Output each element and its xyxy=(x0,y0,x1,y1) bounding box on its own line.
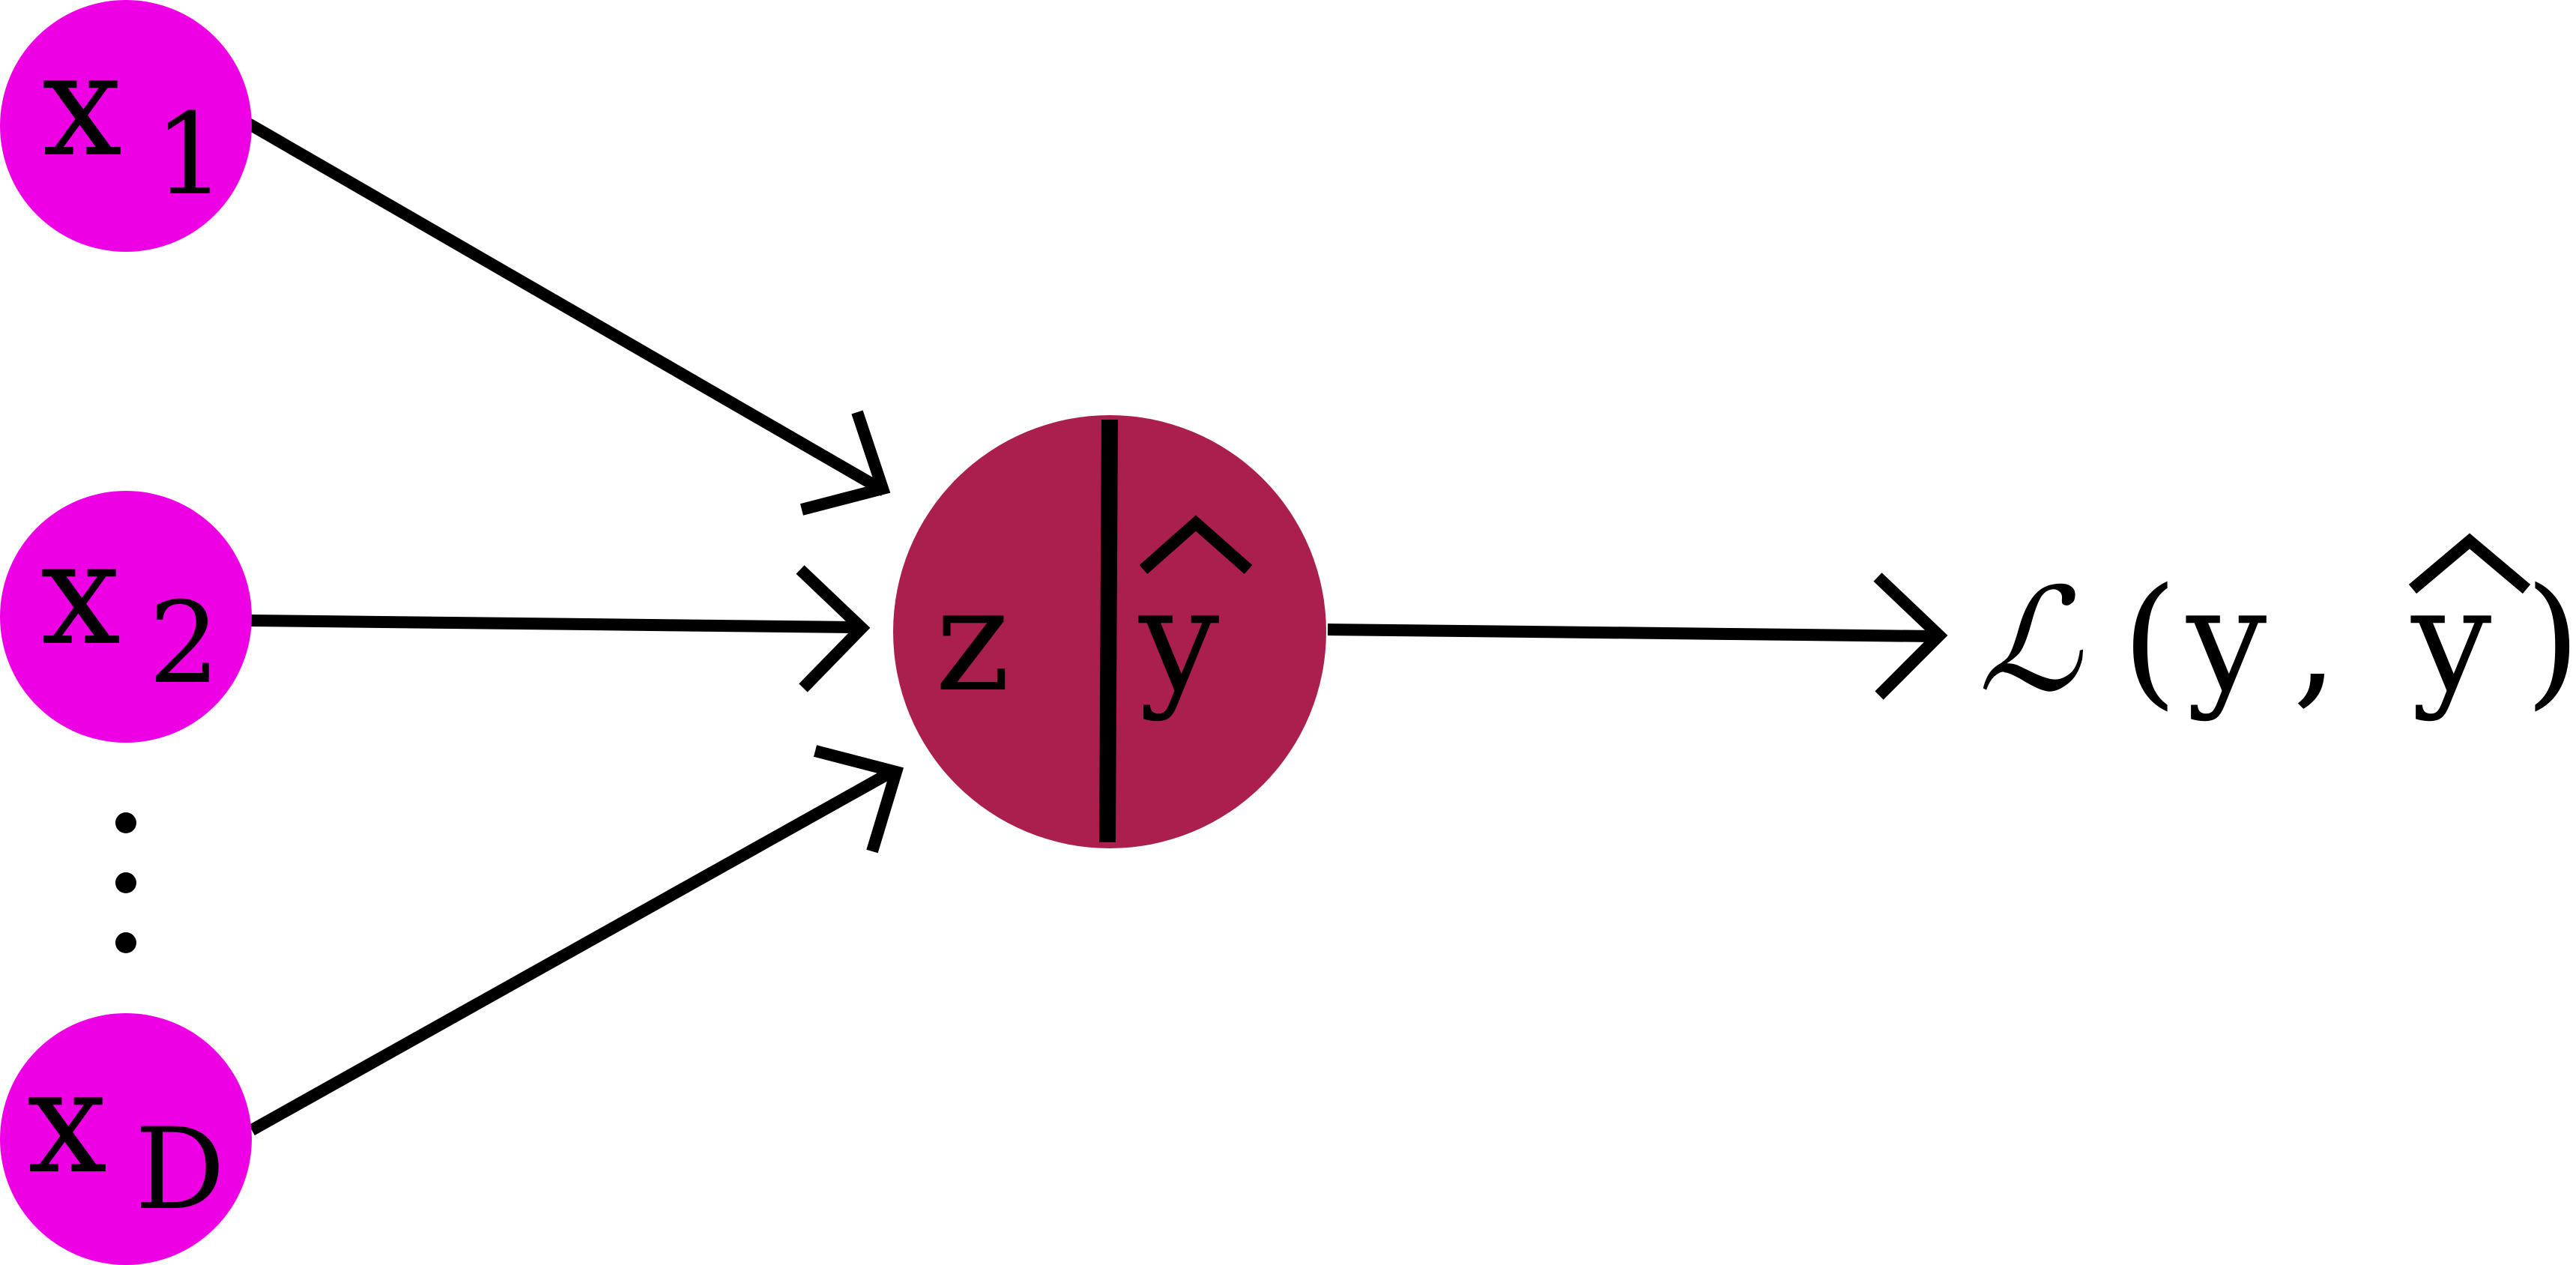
neuron-divider xyxy=(1099,419,1118,843)
input-nodes xyxy=(0,0,252,1265)
edge-output-arrowhead xyxy=(1873,573,1948,700)
edge-x1-arrowhead xyxy=(799,410,891,516)
edge-xD-arrowhead xyxy=(813,745,904,854)
loss-target-y: y xyxy=(2186,558,2267,723)
input-label-xD: x D xyxy=(27,1039,225,1235)
ellipsis-dot xyxy=(115,872,136,893)
loss-hat-accent xyxy=(2408,533,2531,594)
loss-close-paren: ) xyxy=(2525,558,2576,723)
neuron-label-y-hat: y xyxy=(1138,558,1219,723)
loss-symbol: ℒ xyxy=(1978,558,2084,723)
input-edges xyxy=(244,118,904,1135)
edge-xD-to-neuron xyxy=(249,767,895,1135)
loss-expression: ℒ ( y , y ) xyxy=(1978,558,2576,723)
edge-x2-to-neuron xyxy=(249,615,855,633)
neuron-label-z: z xyxy=(935,558,1010,723)
edge-x1-to-neuron xyxy=(244,118,888,496)
input-node-xD xyxy=(0,1013,252,1265)
ellipsis-dot xyxy=(115,812,136,833)
edge-neuron-to-loss xyxy=(1327,624,1934,642)
output-edge xyxy=(1327,573,1948,700)
input-label-x2: x 2 xyxy=(40,511,220,709)
neuron-hat-accent xyxy=(1139,515,1253,574)
input-label-x1: x 1 xyxy=(42,22,226,220)
loss-comma: , xyxy=(2293,558,2338,723)
vertical-ellipsis xyxy=(115,812,136,953)
loss-open-paren: ( xyxy=(2122,558,2177,723)
input-node-x1 xyxy=(0,0,252,252)
input-node-x2 xyxy=(0,491,252,743)
ellipsis-dot xyxy=(115,932,136,953)
edge-x2-arrowhead xyxy=(796,565,871,692)
